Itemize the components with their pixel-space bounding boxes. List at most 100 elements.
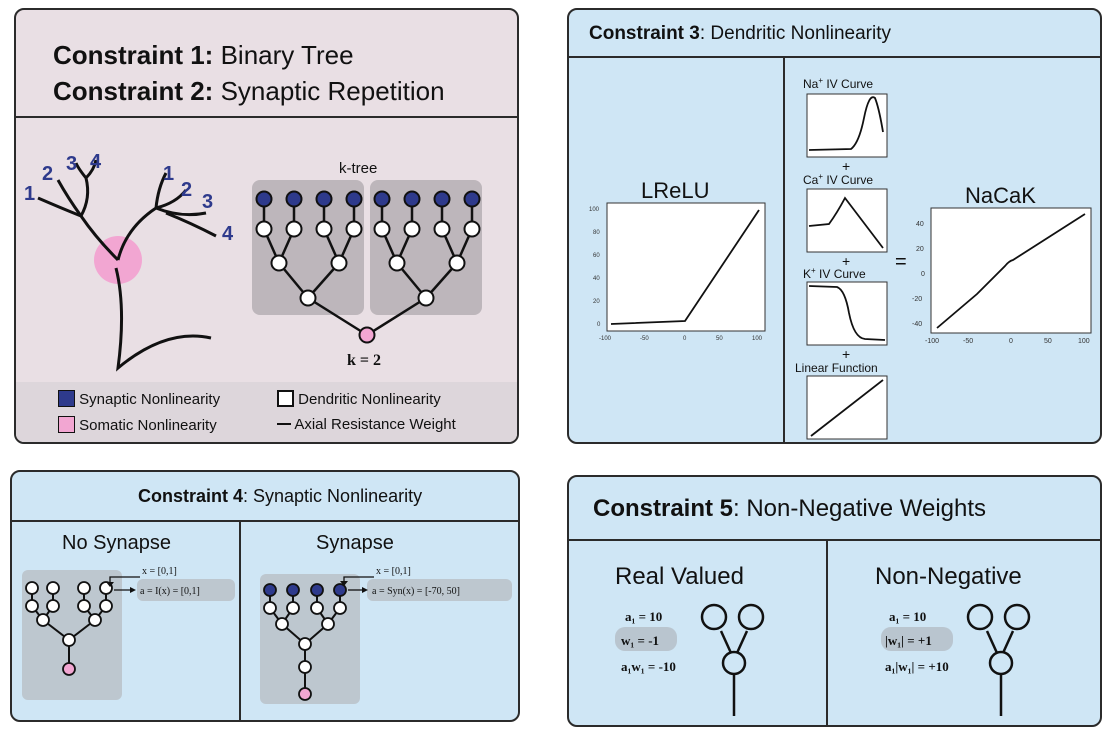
subtree-box-left [252,180,364,315]
branch-label-left: 2 [42,163,53,185]
nn-aw-value: a₁|w₁| = +10 [885,659,949,674]
xtick: 100 [752,336,763,342]
formula-box-right [367,579,512,601]
plus-sign: + [842,158,850,174]
xtick: -50 [640,336,649,342]
x-range-right: x = [0,1] [376,566,411,577]
input-arrow-left [109,576,140,584]
k-iv-plot [806,281,888,346]
tree-nodes-right [263,583,347,701]
synapse-label: Synapse [316,532,394,554]
arrowhead [362,587,368,593]
equals-sign: = [895,251,907,273]
dendritic-nodes [263,601,347,674]
linear-curve [810,379,884,437]
nn-w-value: |w₁| = +1 [885,633,932,648]
lrelu-yticks: 100 80 60 40 20 0 [589,207,601,328]
k-iv-label: K+ IV Curve [803,266,866,281]
branch-label-left: 1 [24,183,35,205]
arrowhead [130,587,136,593]
constraint-3-title: Constraint 3: Dendritic Nonlinearity [589,23,891,44]
divider [783,58,785,442]
tree-right [966,603,1031,716]
formula-box-left [137,579,235,601]
divider [826,541,828,725]
dendritic-nonlinearity-figure: LReLU 100 80 60 40 20 0 -100 -50 0 50 10… [589,76,1092,440]
somatic-swatch [58,416,75,433]
legend-somatic: Somatic Nonlinearity [58,416,217,434]
a-formula-right: a = Syn(x) = [-70, 50] [372,586,460,597]
plus-sign: + [842,253,850,269]
xtick: -100 [925,338,939,345]
ktree-nodes [255,190,481,344]
constraint-1-2-panel: Constraint 1: Binary Tree Constraint 2: … [14,8,519,444]
weight-highlight-right [881,627,953,651]
rv-a-value: a₁ = 10 [625,609,662,624]
arrowhead [340,581,348,586]
legend-dendritic: Dendritic Nonlinearity [277,390,441,408]
xtick: -100 [599,336,612,342]
non-negative-label: Non-Negative [875,563,1022,590]
nacak-xticks: -100 -50 0 50 100 [925,338,1090,345]
weights-figure: a₁ = 10 w₁ = -1 a₁w₁ = -10 a₁ = 10 |w₁| … [615,603,1031,716]
ytick: 100 [589,207,600,213]
nacak-plot-area [930,207,1092,334]
constraint-5-panel: Constraint 5: Non-Negative Weights Real … [567,475,1102,727]
tree-left [700,603,765,716]
no-synapse-label: No Synapse [62,532,171,554]
xtick: 100 [1078,338,1090,345]
branch-label-left: 3 [66,153,77,175]
ytick: 60 [593,253,600,259]
rv-aw-value: a₁w₁ = -10 [621,659,676,674]
somatic-node [358,326,376,344]
constraint-3-panel: Constraint 3: Dendritic Nonlinearity LRe… [567,8,1102,444]
branch-labels: 1 2 3 4 1 2 3 4 [24,151,234,245]
x-range-left: x = [0,1] [142,566,177,577]
constraint-5-title: Constraint 5: Non-Negative Weights [593,495,987,522]
dendritic-swatch [277,390,294,407]
plus-sign: + [842,346,850,362]
ytick: 0 [597,322,601,328]
nacak-yticks: 40 20 0 -20 -40 [912,221,925,328]
ytick: 0 [921,271,925,278]
ca-iv-plot [806,188,888,253]
constraint-2-title: Constraint 2: Synaptic Repetition [53,76,445,106]
ca-iv-curve [808,196,884,249]
ytick: 20 [916,246,924,253]
binary-tree-figure: 1 2 3 4 1 2 3 4 k-tree [24,151,482,372]
xtick: 50 [716,336,723,342]
branch-label-right: 3 [202,191,213,213]
lrelu-xticks: -100 -50 0 50 100 [599,336,763,342]
branch-label-right: 2 [181,179,192,201]
nacak-title: NaCaK [965,183,1036,208]
ytick: 80 [593,230,600,236]
branch-label-right: 1 [163,163,174,185]
legend-synaptic: Synaptic Nonlinearity [58,390,220,408]
ytick: 20 [593,299,600,305]
synaptic-nodes [263,583,347,597]
dendrite-branches [37,159,217,372]
xtick: 0 [683,336,687,342]
ca-iv-label: Ca+ IV Curve [803,172,873,187]
k-value-label: k = 2 [347,352,381,369]
ytick: 40 [593,276,600,282]
weight-highlight-left [615,627,677,651]
na-iv-plot [806,93,888,158]
lrelu-plot-area [606,202,766,332]
synaptic-swatch [58,390,75,407]
ytick: -40 [912,321,922,328]
nn-a-value: a₁ = 10 [889,609,926,624]
arrowhead [106,582,114,587]
branch-label-left: 4 [90,151,102,173]
constraint-1-title: Constraint 1: Binary Tree [53,40,354,70]
dendritic-nodes [255,220,481,307]
legend: Synaptic Nonlinearity Dendritic Nonlinea… [16,382,517,442]
na-iv-label: Na+ IV Curve [803,76,873,91]
xtick: 50 [1044,338,1052,345]
nacak-curve [936,213,1086,329]
somatic-node [298,687,312,701]
a-formula-left: a = I(x) = [0,1] [140,586,200,597]
axial-swatch [277,423,291,425]
k-iv-curve [808,285,886,341]
ytick: 40 [916,221,924,228]
